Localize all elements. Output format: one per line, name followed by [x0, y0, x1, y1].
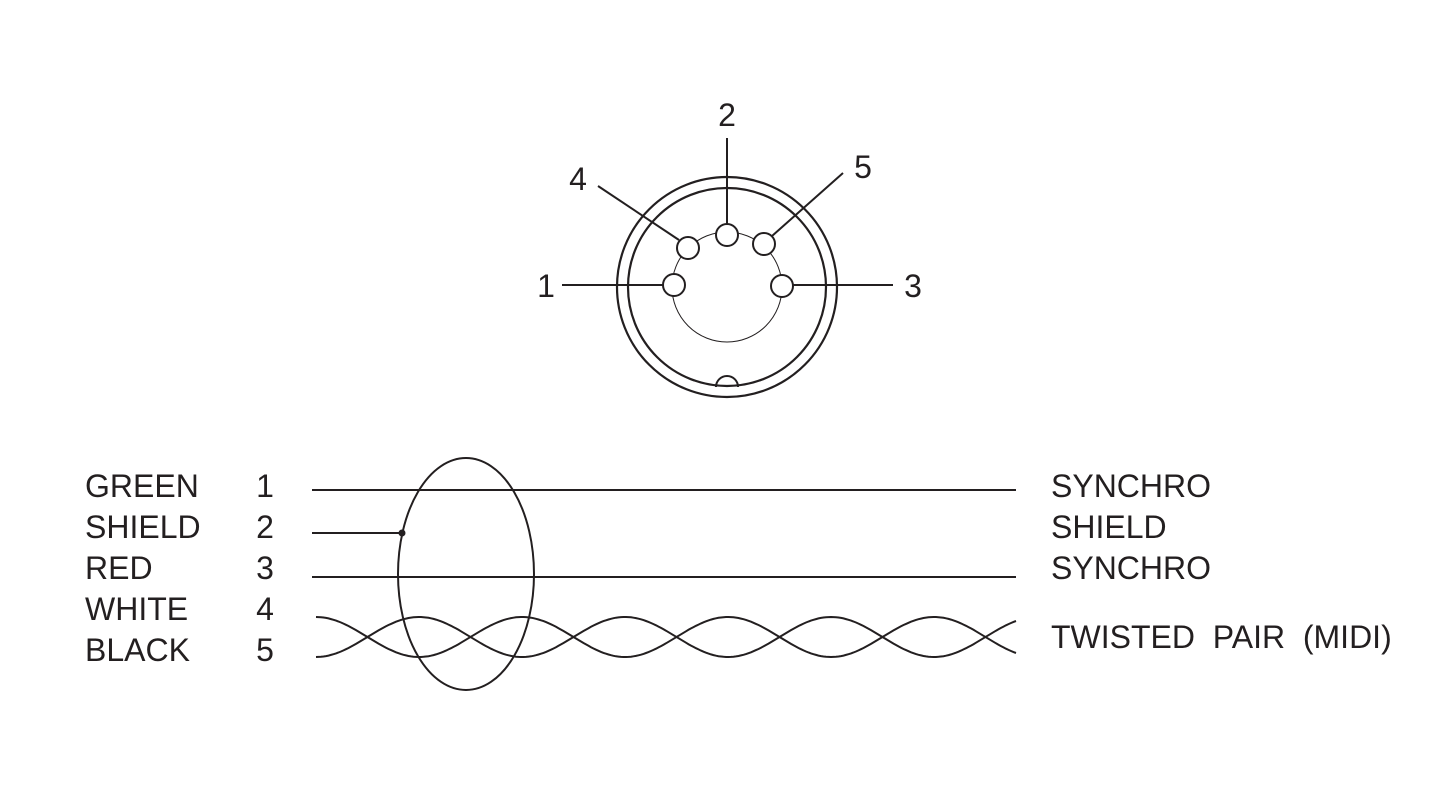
- signal-label: SHIELD: [1051, 509, 1167, 545]
- pin-4: [676, 236, 700, 260]
- pin-3-label: 3: [904, 268, 922, 304]
- pin-1: [662, 273, 686, 297]
- wire-pin-number: 2: [256, 509, 274, 545]
- wire-pin-number: 3: [256, 550, 274, 586]
- wire-pin-number: 1: [256, 468, 274, 504]
- twisted-pair-label: TWISTED PAIR (MIDI): [1051, 619, 1392, 655]
- wire-color-label: RED: [85, 550, 153, 586]
- wiring-right-labels: SYNCHRO SHIELD SYNCHRO TWISTED PAIR (MID…: [1051, 468, 1392, 655]
- pin-3: [770, 274, 794, 298]
- connector-key-notch: [715, 375, 739, 388]
- pin-2: [715, 223, 739, 247]
- signal-label: SYNCHRO: [1051, 468, 1211, 504]
- wire-color-label: WHITE: [85, 591, 188, 627]
- twisted-pair-wire-b: [315, 615, 1017, 658]
- pin-5-leader: [771, 172, 844, 237]
- wire-color-label: SHIELD: [85, 509, 201, 545]
- signal-label: SYNCHRO: [1051, 550, 1211, 586]
- wire-color-label: BLACK: [85, 632, 190, 668]
- shield-ellipse: [397, 457, 535, 691]
- wire-pin-number: 5: [256, 632, 274, 668]
- pin-4-leader: [597, 185, 680, 241]
- wire-color-label: GREEN: [85, 468, 199, 504]
- connector-face: 1 2 3 4 5: [537, 97, 922, 399]
- pin-4-label: 4: [569, 161, 587, 197]
- pin-5-label: 5: [854, 149, 872, 185]
- wiring-left-labels: GREEN SHIELD RED WHITE BLACK 1 2 3 4 5: [85, 468, 274, 668]
- wire-pin-number: 4: [256, 591, 274, 627]
- pin-2-label: 2: [718, 97, 736, 133]
- pin-5: [752, 232, 776, 256]
- wires: [312, 457, 1017, 691]
- twisted-pair-wire-a: [315, 616, 1017, 659]
- pin-1-label: 1: [537, 268, 555, 304]
